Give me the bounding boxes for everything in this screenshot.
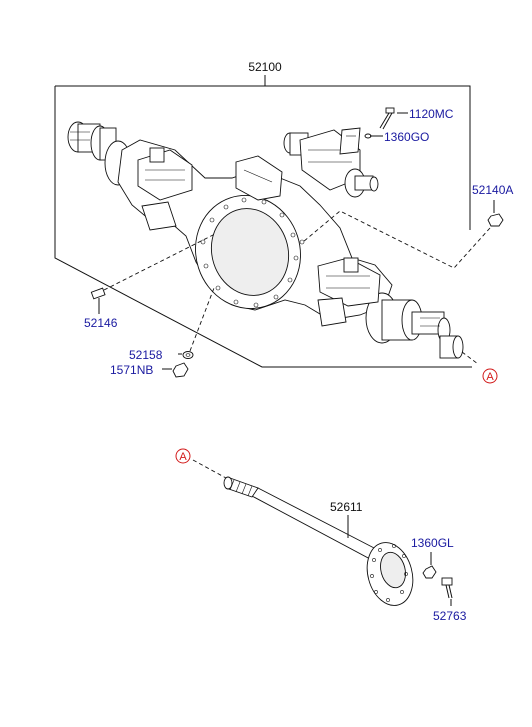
housing-leader-lines (98, 112, 495, 370)
svg-text:A: A (179, 451, 187, 463)
ref-marker-a-housing: A (482, 368, 498, 384)
bolt-52763 (441, 577, 453, 599)
shaft-leader-lines (192, 459, 452, 606)
lower-right-bracket (317, 297, 347, 327)
label-52100[interactable]: 52100 (248, 60, 282, 74)
label-52763[interactable]: 52763 (433, 609, 467, 623)
label-1120mc[interactable]: 1120MC (409, 107, 454, 121)
seal-1360gl (422, 565, 437, 579)
axle-shaft-illustration (223, 476, 414, 606)
vent-dot (299, 239, 305, 245)
svg-text:A: A (486, 371, 494, 383)
label-52158[interactable]: 52158 (129, 348, 163, 362)
label-52146[interactable]: 52146 (84, 316, 118, 330)
nut-1571nb (172, 362, 189, 378)
top-bracket (235, 155, 283, 201)
right-spring-seat (317, 257, 381, 307)
bolt-1120mc (379, 107, 395, 130)
ref-marker-a-shaft: A (175, 448, 191, 464)
label-1571nb[interactable]: 1571NB (110, 363, 153, 377)
washer-52158 (182, 351, 194, 359)
seal-1360go (339, 127, 372, 155)
banjo-bolt-holes (200, 197, 299, 308)
label-1360go[interactable]: 1360GO (384, 130, 429, 144)
banjo-ring-inner (210, 208, 290, 296)
label-52140a[interactable]: 52140A (472, 183, 513, 197)
lower-left-bracket (141, 201, 177, 231)
shaft-flange (366, 542, 414, 606)
left-spring-seat (137, 147, 193, 201)
pin-52146 (90, 287, 106, 300)
cap-52140a (487, 213, 504, 227)
label-52611[interactable]: 52611 (330, 500, 363, 514)
shaft-spline (223, 476, 259, 498)
axle-housing-illustration (67, 121, 464, 359)
label-1360gl[interactable]: 1360GL (411, 536, 454, 550)
right-spindle (365, 292, 464, 359)
housing-group-frame (54, 75, 472, 368)
